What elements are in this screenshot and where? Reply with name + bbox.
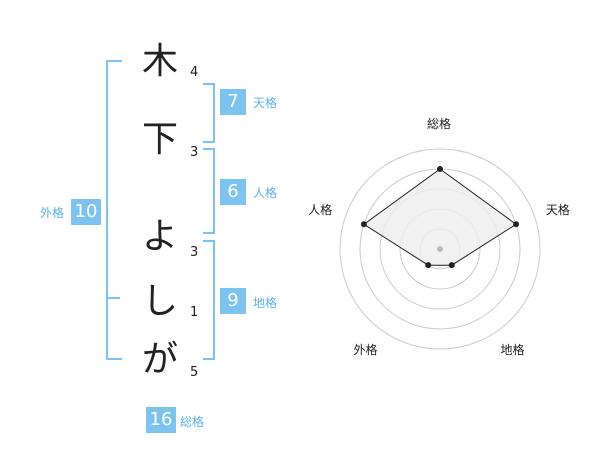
tenkaku-label: 天格 bbox=[253, 96, 278, 110]
radar-axis-label-2: 天格 bbox=[545, 203, 570, 218]
soukaku-label: 総格 bbox=[180, 415, 205, 429]
radar-axis-label-3: 地格 bbox=[500, 343, 525, 358]
stroke-count-2: 3 bbox=[190, 145, 199, 160]
gaikaku-bracket bbox=[106, 60, 122, 360]
soukaku-value: 16 bbox=[146, 407, 176, 433]
radar-point-5 bbox=[360, 221, 367, 228]
jinkaku-bracket bbox=[203, 148, 215, 234]
jinkaku-value: 6 bbox=[220, 179, 246, 205]
tenkaku-value: 7 bbox=[220, 89, 246, 115]
radar-grid-ring-5 bbox=[339, 148, 541, 350]
stroke-count-3: 3 bbox=[190, 245, 199, 260]
chikaku-value: 9 bbox=[220, 288, 246, 314]
jinkaku-label: 人格 bbox=[253, 186, 278, 200]
radar-axis-label-5: 人格 bbox=[308, 203, 333, 218]
radar-axis-label-4: 外格 bbox=[353, 343, 378, 358]
radar-point-4 bbox=[425, 262, 432, 269]
name-char-3: よ bbox=[141, 216, 178, 257]
name-char-2: 下 bbox=[141, 119, 178, 160]
chikaku-bracket bbox=[203, 240, 215, 360]
gaikaku-value: 10 bbox=[71, 199, 101, 225]
gaikaku-label: 外格 bbox=[40, 206, 65, 220]
chikaku-label: 地格 bbox=[253, 296, 278, 310]
stroke-count-4: 1 bbox=[190, 305, 199, 320]
name-char-5: が bbox=[141, 339, 178, 380]
stroke-count-1: 4 bbox=[190, 65, 199, 80]
radar-axis-label-1: 総格 bbox=[427, 117, 452, 131]
name-char-1: 木 bbox=[141, 41, 178, 82]
tenkaku-bracket bbox=[203, 83, 215, 143]
gaikaku-bracket-tick bbox=[106, 297, 120, 299]
stroke-count-5: 5 bbox=[190, 365, 199, 380]
radar-center-dot bbox=[437, 246, 443, 252]
radar-point-3 bbox=[448, 262, 455, 269]
name-char-4: し bbox=[141, 281, 178, 322]
radar-value-polygon bbox=[363, 168, 517, 266]
radar-point-1 bbox=[437, 166, 443, 172]
radar-point-2 bbox=[513, 221, 520, 228]
